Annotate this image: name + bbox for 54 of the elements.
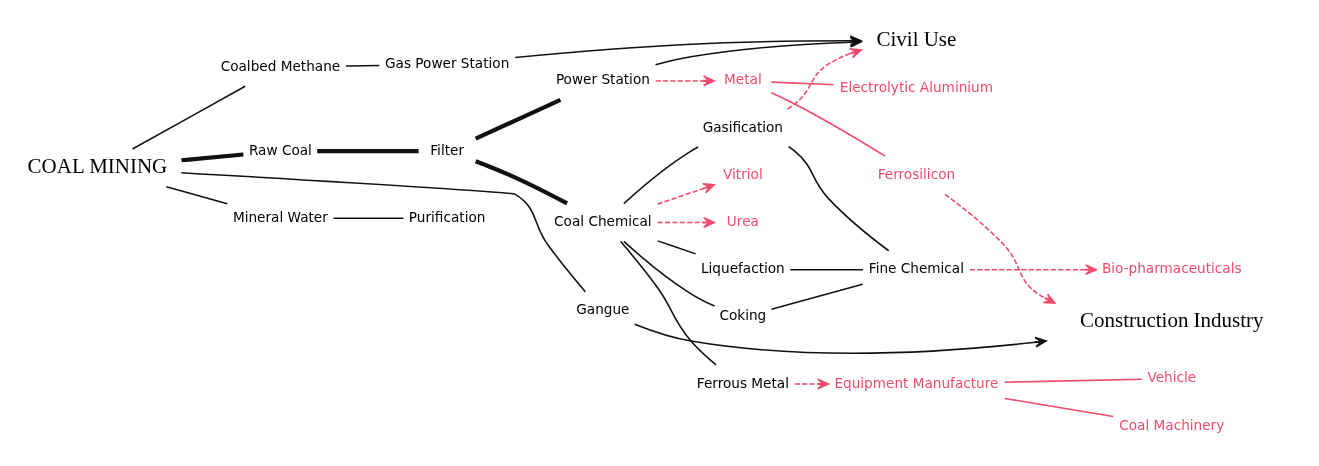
node-text: COAL MINING [27,153,168,178]
node-text: Ferrosilicon [877,165,956,182]
node-text: Civil Use [876,26,957,51]
arrow [656,182,716,205]
node-text: Gangue [576,300,630,317]
arrow [633,322,1047,354]
connector [1003,397,1114,417]
connector [165,185,228,205]
connector [623,240,716,307]
node-text: Metal [724,70,762,87]
connector [474,158,569,205]
connector [619,240,717,366]
node-text: Gasification [702,118,784,135]
node-text: Coalbed Methane [220,57,341,74]
connector [332,217,405,219]
connector [623,145,699,204]
connector [345,64,381,67]
node-text: Purification [408,208,486,225]
node-text: Raw Coal [248,141,312,158]
node-text: Fine Chemical [868,259,965,276]
arrow [794,377,830,389]
arrow [969,263,1097,275]
arrow [786,47,862,110]
connector [180,171,587,292]
node-text: Coal Machinery [1119,415,1225,432]
node-text: Vitriol [723,165,763,182]
node-text: Liquefaction [700,259,785,276]
connector [787,145,890,252]
node-text: Filter [430,141,465,158]
node-text: Urea [726,212,759,229]
connector [770,80,835,86]
connector [317,148,419,153]
node-text: Ferrous Metal [696,374,789,391]
node-text: Equipment Manufacture [834,374,999,391]
arrow [944,193,1056,304]
connector [1003,378,1143,383]
arrow [654,74,715,86]
connector [770,91,886,157]
node-text: Bio-pharmaceuticals [1101,259,1242,276]
connector [474,97,562,141]
node-text: Construction Industry [1080,307,1264,332]
node-text: Coking [719,306,767,323]
node-text: Electrolytic Aluminium [839,78,994,95]
connector [789,268,864,270]
node-text: Mineral Water [232,208,328,225]
connector [131,85,246,150]
node-text: Vehicle [1147,368,1197,385]
arrow [656,216,716,228]
connector [181,151,244,162]
node-text: Power Station [555,70,650,87]
node-text: Coal Chemical [554,212,652,229]
node-text: Gas Power Station [384,54,510,71]
connector [770,282,864,310]
connector [656,239,697,255]
